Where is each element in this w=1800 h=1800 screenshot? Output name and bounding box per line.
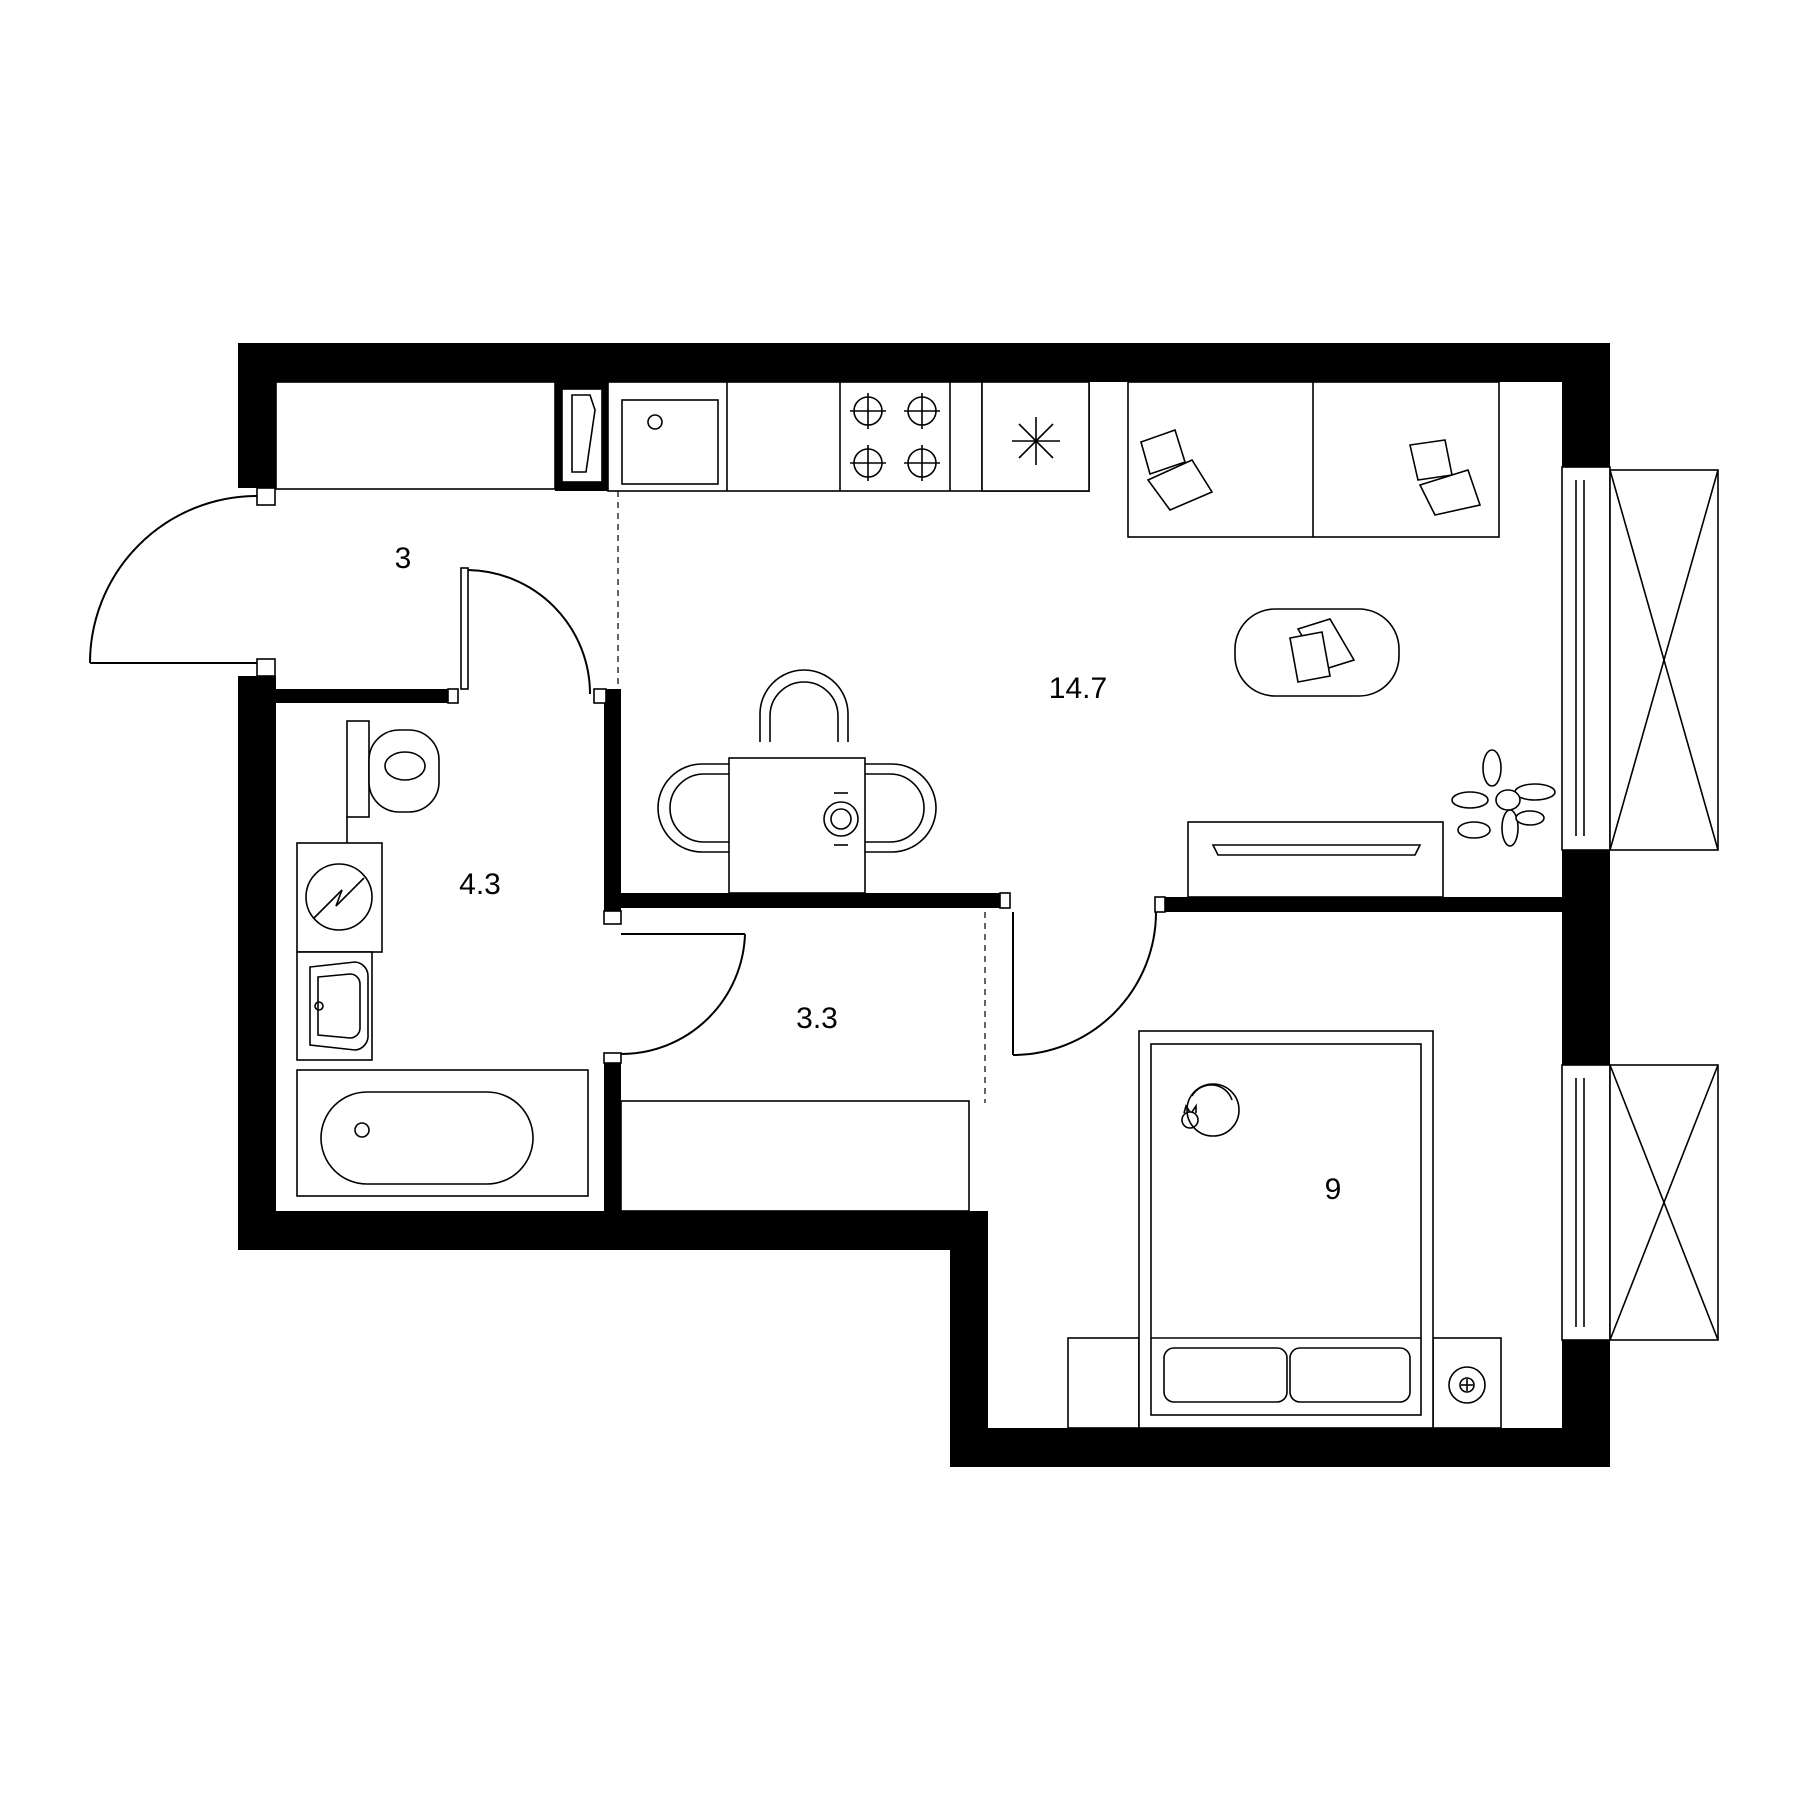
bathtub bbox=[296, 1069, 589, 1197]
dining-table bbox=[657, 669, 937, 894]
pillow-icon bbox=[1409, 439, 1482, 516]
bed bbox=[1138, 1030, 1434, 1429]
bathroom-door bbox=[460, 567, 591, 695]
washbasin-icon bbox=[309, 961, 369, 1051]
area-label-bedroom: 9 bbox=[1325, 1173, 1342, 1206]
entrance-door bbox=[89, 495, 258, 664]
area-label-living-kitchen: 14.7 bbox=[1049, 672, 1107, 705]
sink-icon bbox=[621, 399, 719, 485]
lamp-icon bbox=[1448, 1366, 1486, 1404]
bedroom-door bbox=[1012, 911, 1157, 1056]
refrigerator bbox=[981, 381, 1090, 492]
area-label-hall: 3 bbox=[395, 542, 412, 575]
refrigerator-snowflake-icon bbox=[1012, 417, 1060, 465]
washing-machine bbox=[296, 842, 383, 953]
pillow-icon bbox=[1140, 428, 1214, 511]
toilet bbox=[346, 720, 440, 818]
door-jambs bbox=[256, 487, 1166, 1064]
exterior-walls bbox=[238, 343, 1610, 1467]
books-icon bbox=[1289, 618, 1356, 683]
wardrobe-hall bbox=[275, 381, 556, 490]
coffee-table bbox=[1234, 608, 1400, 697]
area-label-bathroom: 4.3 bbox=[459, 868, 501, 901]
washbasin bbox=[296, 951, 373, 1061]
stove-burners-icon bbox=[850, 393, 940, 481]
window-bedroom bbox=[1561, 1064, 1719, 1341]
cat-icon bbox=[1181, 1083, 1240, 1137]
wardrobe-corridor bbox=[620, 1100, 970, 1212]
plant-icon bbox=[1451, 749, 1556, 847]
plate-cutlery-icon bbox=[823, 792, 859, 846]
window-living bbox=[1561, 466, 1719, 851]
sofa bbox=[1127, 381, 1500, 538]
washing-machine-icon bbox=[305, 863, 373, 931]
nightstand-left bbox=[1067, 1337, 1140, 1429]
tv-stand bbox=[1187, 821, 1444, 898]
area-label-corridor: 3.3 bbox=[796, 1002, 838, 1035]
bathroom-door-corridor bbox=[620, 933, 746, 1055]
nightstand-right bbox=[1432, 1337, 1502, 1429]
bathtub-icon bbox=[320, 1091, 534, 1185]
